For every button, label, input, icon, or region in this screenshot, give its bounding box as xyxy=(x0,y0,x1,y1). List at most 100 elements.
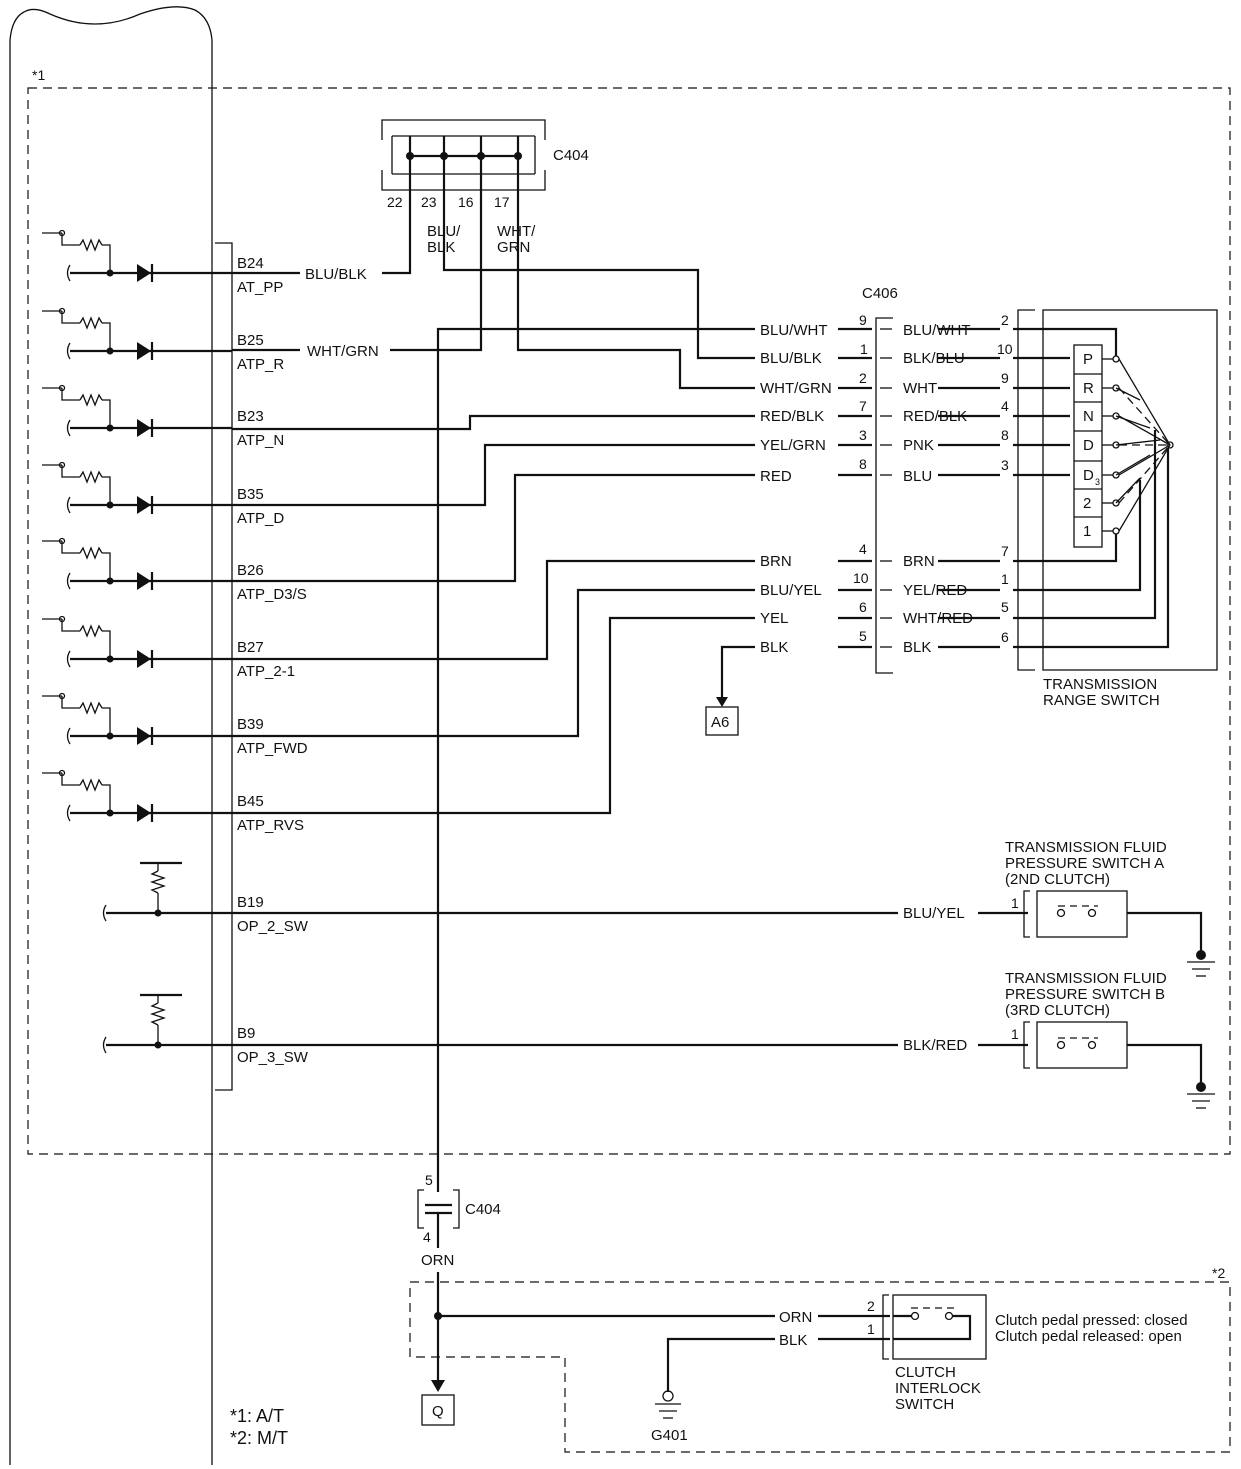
fluid-a-wire: BLU/YEL xyxy=(903,905,965,922)
c406-right-pin-4: 8 xyxy=(1001,427,1009,443)
c406-right-pin-5: 3 xyxy=(1001,457,1009,473)
ecm-pullup-circuit xyxy=(102,993,232,1054)
c406-left-wire-4: YEL/GRN xyxy=(760,437,826,454)
ecm-diode-circuits xyxy=(42,229,232,822)
c406-left-wire-1: BLU/BLK xyxy=(760,350,822,367)
note-a2: *2 xyxy=(1212,1265,1225,1281)
c406-connector: C406 xyxy=(838,285,1043,674)
c404-bottom-pin-4: 4 xyxy=(423,1229,431,1245)
ecm-pin-name-atp-fwd: ATP_FWD xyxy=(237,740,308,757)
fluid-pressure-switch-a: TRANSMISSION FLUID PRESSURE SWITCH A (2N… xyxy=(903,839,1215,977)
fluid-b-title-1: TRANSMISSION FLUID xyxy=(1005,970,1167,987)
c404-bottom-label: C404 xyxy=(465,1201,501,1218)
c406-right-pin-2: 9 xyxy=(1001,370,1009,386)
c406-right-pin-0: 2 xyxy=(1001,312,1009,328)
c406-left-pin-4: 3 xyxy=(859,427,867,443)
c404-wire-whtgrn-2: GRN xyxy=(497,239,530,256)
c406-right-wire-2: WHT xyxy=(903,380,937,397)
c406-left-pin-8: 6 xyxy=(859,599,867,615)
ecm-pin-name-op2: OP_2_SW xyxy=(237,918,309,935)
c404-top-label: C404 xyxy=(553,147,589,164)
ecm-pin-name-atp-21: ATP_2-1 xyxy=(237,663,295,680)
fluid-pressure-switch-b: TRANSMISSION FLUID PRESSURE SWITCH B (3R… xyxy=(903,970,1215,1109)
fluid-b-pin: 1 xyxy=(1011,1026,1019,1042)
c406-right-wire-8: WHT/RED xyxy=(903,610,973,627)
ecm-input-circuit xyxy=(42,229,232,282)
c406-right-wire-9: BLK xyxy=(903,639,931,656)
range-position-0: P xyxy=(1083,351,1093,368)
g401-label: G401 xyxy=(651,1427,688,1444)
c406-left-wire-0: BLU/WHT xyxy=(760,322,828,339)
c406-left-pin-2: 2 xyxy=(859,370,867,386)
ecm-pin-name-atp-rvs: ATP_RVS xyxy=(237,817,304,834)
ecm-pullup-circuit xyxy=(102,861,232,922)
fluid-a-title-2: PRESSURE SWITCH A xyxy=(1005,855,1164,872)
fluid-a-title-3: (2ND CLUTCH) xyxy=(1005,871,1110,888)
clutch-note-2: Clutch pedal released: open xyxy=(995,1328,1182,1345)
clutch-note-1: Clutch pedal pressed: closed xyxy=(995,1312,1188,1329)
c406-right-pin-6: 7 xyxy=(1001,543,1009,559)
c404-pin-16: 16 xyxy=(458,194,474,210)
fluid-b-wire: BLK/RED xyxy=(903,1037,967,1054)
c406-right-pin-1: 10 xyxy=(997,341,1013,357)
clutch-title-3: SWITCH xyxy=(895,1396,954,1413)
c404-pin-17: 17 xyxy=(494,194,510,210)
c406-left-wire-6: BRN xyxy=(760,553,792,570)
c406-left-pin-1: 1 xyxy=(860,341,868,357)
harness-wires: BLU/BLK WHT/GRN xyxy=(232,174,1028,1192)
ecm-outline xyxy=(9,6,213,1465)
range-switch-title-2: RANGE SWITCH xyxy=(1043,692,1160,709)
range-position-d3-sub: 3 xyxy=(1095,477,1100,487)
c404-bottom-wire: ORN xyxy=(421,1252,454,1269)
ecm-connector xyxy=(215,242,233,1091)
c406-right-pin-3: 4 xyxy=(1001,398,1009,414)
clutch-wire-blk: BLK xyxy=(779,1332,807,1349)
legend-mt: *2: M/T xyxy=(230,1428,288,1448)
c404-wire-blublk-2: BLK xyxy=(427,239,455,256)
c406-left-wire-2: WHT/GRN xyxy=(760,380,832,397)
c406-right-pin-7: 1 xyxy=(1001,571,1009,587)
ecm-pin-b24: B24 xyxy=(237,255,264,272)
ecm-pin-b27: B27 xyxy=(237,639,264,656)
c406-left-pin-7: 10 xyxy=(853,570,869,586)
q-box xyxy=(421,1394,455,1426)
c406-label: C406 xyxy=(862,285,898,302)
c406-left-pin-9: 5 xyxy=(859,628,867,644)
ecm-pin-b39: B39 xyxy=(237,716,264,733)
ecm-input-circuit xyxy=(42,769,232,822)
a6-box xyxy=(705,706,739,736)
c406-left-pin-3: 7 xyxy=(859,398,867,414)
c404-bottom-connector: 5 C404 4 ORN Q xyxy=(417,1172,501,1426)
ecm-pin-b35: B35 xyxy=(237,486,264,503)
c406-left-wire-5: RED xyxy=(760,468,792,485)
at-frame xyxy=(27,87,1231,1155)
legend-at: *1: A/T xyxy=(230,1406,284,1426)
ecm-input-circuit xyxy=(42,537,232,590)
note-a1: *1 xyxy=(32,67,45,83)
range-position-2: N xyxy=(1083,408,1094,425)
c406-left-wire-7: BLU/YEL xyxy=(760,582,822,599)
ecm-pin-name-atp-r: ATP_R xyxy=(237,356,284,373)
c406-left-wire-8: YEL xyxy=(760,610,788,627)
ecm-pin-b26: B26 xyxy=(237,562,264,579)
clutch-pin-2: 2 xyxy=(867,1298,875,1314)
wire-label-b25: WHT/GRN xyxy=(307,343,379,360)
c406-right-wire-6: BRN xyxy=(903,553,935,570)
fluid-a-title-1: TRANSMISSION FLUID xyxy=(1005,839,1167,856)
q-label: Q xyxy=(432,1403,444,1420)
c404-top-connector: C404 22 23 16 17 BLU/ BLK WHT/ GRN xyxy=(381,119,589,256)
ecm-pin-b45: B45 xyxy=(237,793,264,810)
ecm-input-circuit xyxy=(42,615,232,668)
range-position-6: 1 xyxy=(1083,523,1091,540)
ecm-pin-b19: B19 xyxy=(237,894,264,911)
c406-right-wire-1: BLK/BLU xyxy=(903,350,965,367)
c404-bottom-pin-5: 5 xyxy=(425,1172,433,1188)
clutch-pin-1: 1 xyxy=(867,1321,875,1337)
c406-rows: BLU/WHT 9 BLU/WHT 2 BLU/BLK 1 BLK/BLU 10… xyxy=(760,312,1013,656)
c406-left-pin-5: 8 xyxy=(859,456,867,472)
c406-right-wire-4: PNK xyxy=(903,437,934,454)
clutch-title-1: CLUTCH xyxy=(895,1364,956,1381)
ecm-pin-b25: B25 xyxy=(237,332,264,349)
range-position-4: D xyxy=(1083,467,1094,484)
